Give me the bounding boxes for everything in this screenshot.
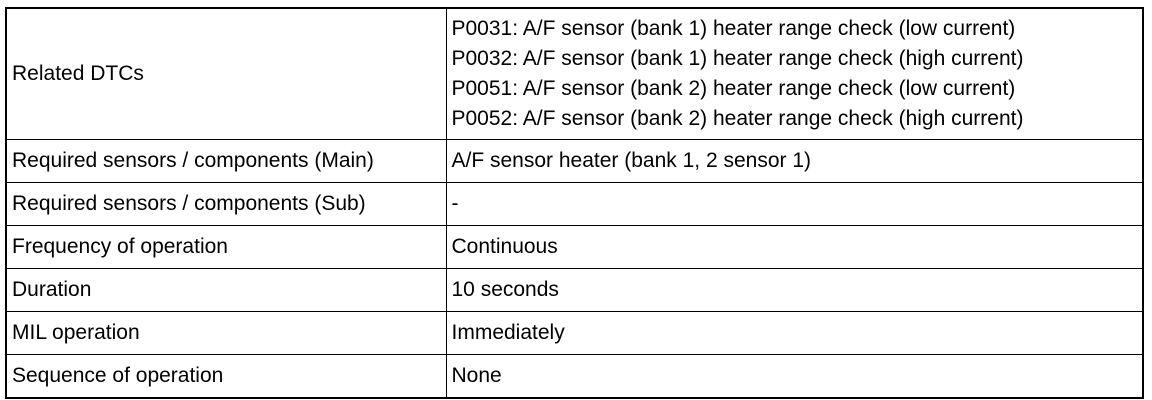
- row-label: Required sensors / components (Main): [5, 139, 447, 183]
- dtc-item: P0051: A/F sensor (bank 2) heater range …: [451, 77, 1016, 100]
- table-row-duration: Duration 10 seconds: [5, 268, 1144, 312]
- table-row-sequence: Sequence of operation None: [5, 354, 1144, 399]
- row-value: Continuous: [445, 225, 1144, 269]
- row-value: 10 seconds: [445, 268, 1144, 312]
- row-label: Frequency of operation: [5, 225, 447, 269]
- table-row-mil-operation: MIL operation Immediately: [5, 311, 1144, 355]
- dtc-list: P0031: A/F sensor (bank 1) heater range …: [445, 7, 1144, 140]
- dtc-item: P0032: A/F sensor (bank 1) heater range …: [451, 47, 1024, 70]
- monitor-spec-table: Related DTCs P0031: A/F sensor (bank 1) …: [5, 7, 1144, 399]
- row-value: Immediately: [445, 311, 1144, 355]
- row-label: Sequence of operation: [5, 354, 447, 399]
- dtc-item: P0031: A/F sensor (bank 1) heater range …: [451, 17, 1016, 40]
- row-label: MIL operation: [5, 311, 447, 355]
- row-label: Required sensors / components (Sub): [5, 182, 447, 226]
- row-value: -: [445, 182, 1144, 226]
- table-row-frequency: Frequency of operation Continuous: [5, 225, 1144, 269]
- table-row-related-dtcs: Related DTCs P0031: A/F sensor (bank 1) …: [5, 7, 1144, 140]
- row-value: A/F sensor heater (bank 1, 2 sensor 1): [445, 139, 1144, 183]
- row-value: None: [445, 354, 1144, 399]
- table-row-sub-components: Required sensors / components (Sub) -: [5, 182, 1144, 226]
- table-row-main-components: Required sensors / components (Main) A/F…: [5, 139, 1144, 183]
- row-label: Duration: [5, 268, 447, 312]
- dtc-item: P0052: A/F sensor (bank 2) heater range …: [451, 107, 1024, 130]
- row-label: Related DTCs: [5, 7, 447, 140]
